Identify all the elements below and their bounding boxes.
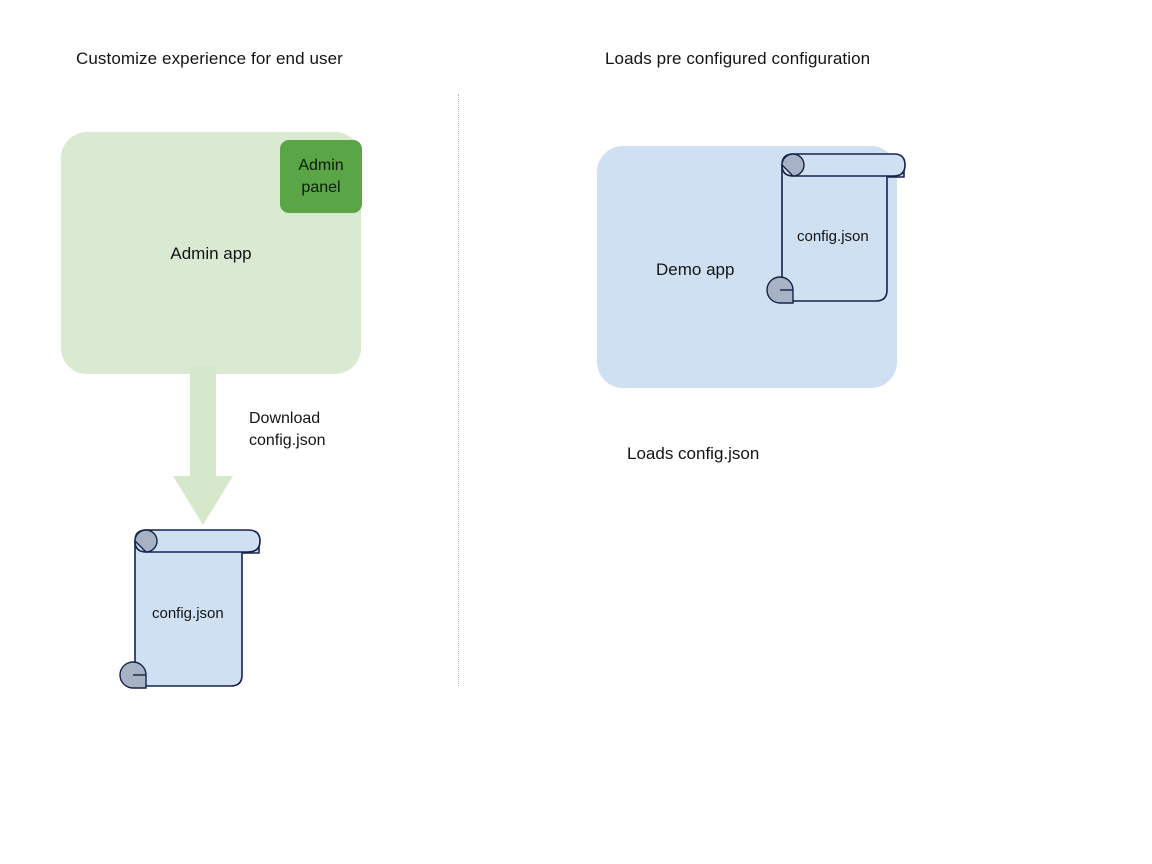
- download-arrow-icon: [172, 366, 234, 528]
- config-json-label-left: config.json: [152, 605, 224, 622]
- loads-config-caption: Loads config.json: [627, 444, 760, 463]
- download-edge-label-line1: Download: [249, 410, 321, 427]
- config-json-document-left: config.json: [118, 528, 268, 690]
- demo-app-label: Demo app: [656, 260, 735, 279]
- config-json-document-right: config.json: [766, 152, 915, 308]
- download-edge-label-line2: config.json: [249, 432, 326, 449]
- admin-app-label: Admin app: [170, 244, 252, 263]
- left-column-title: Customize experience for end user: [76, 49, 343, 68]
- admin-app-container: Admin app Admin panel: [61, 132, 362, 374]
- config-json-label-right: config.json: [797, 228, 869, 245]
- admin-panel-chip[interactable]: Admin panel: [280, 140, 362, 213]
- column-divider: [458, 94, 459, 686]
- download-edge-label: Download config.json: [249, 408, 326, 452]
- right-column-title: Loads pre configured configuration: [605, 49, 871, 68]
